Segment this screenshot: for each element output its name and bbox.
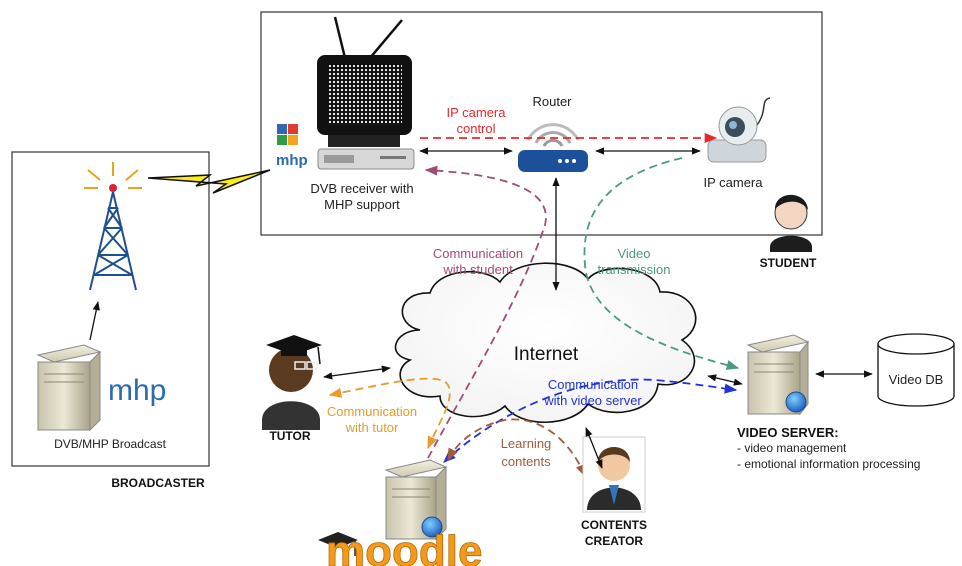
internet-label: Internet bbox=[514, 344, 579, 365]
moodle-logo: moodle bbox=[326, 527, 482, 566]
tv-icon bbox=[317, 16, 412, 147]
tutor-label: TUTOR bbox=[269, 429, 310, 443]
camera-control-label-line1: IP camera bbox=[446, 105, 506, 120]
student-label: STUDENT bbox=[760, 256, 817, 270]
internet-videoserver-link bbox=[707, 374, 743, 386]
signal-rays-icon bbox=[84, 162, 142, 189]
mhp-badge-text: mhp bbox=[276, 152, 308, 169]
video-tx-label-line1: Video bbox=[617, 246, 650, 261]
broadcaster-title: BROADCASTER bbox=[111, 476, 205, 490]
contents-creator-avatar bbox=[587, 447, 641, 510]
router-icon bbox=[518, 123, 588, 172]
video-server-comm-arrow bbox=[443, 378, 738, 463]
broadcast-server-icon bbox=[36, 344, 102, 432]
video-server-item-1: - video management bbox=[737, 441, 847, 455]
creator-internet-link bbox=[585, 427, 603, 469]
creator-label-line2: CREATOR bbox=[585, 534, 644, 548]
ip-camera-label: IP camera bbox=[703, 175, 763, 190]
broadcast-server-label: DVB/MHP Broadcast bbox=[54, 437, 166, 451]
student-avatar bbox=[770, 194, 812, 252]
tutor-comm-arrow bbox=[328, 377, 451, 450]
receiver-label-line1: DVB receiver with bbox=[310, 181, 413, 196]
video-server-title: VIDEO SERVER: bbox=[737, 425, 839, 440]
moodle-globe-icon bbox=[421, 516, 443, 538]
student-comm-label-line2: with student bbox=[442, 262, 513, 277]
tutor-comm-label-line2: with tutor bbox=[345, 420, 399, 435]
student-comm-label-line1: Communication bbox=[433, 246, 523, 261]
video-transmission-arrow bbox=[583, 157, 740, 370]
creator-label-line1: CONTENTS bbox=[581, 518, 647, 532]
receiver-label-line2: MHP support bbox=[324, 197, 400, 212]
tutor-comm-label-line1: Communication bbox=[327, 404, 417, 419]
video-server-globe-icon bbox=[785, 391, 807, 413]
tutor-avatar bbox=[262, 335, 322, 430]
learning-label-line2: contents bbox=[501, 454, 551, 469]
broadcaster-mhp-logo: mhp bbox=[108, 374, 166, 407]
broadcaster-box bbox=[11, 151, 210, 467]
router-label: Router bbox=[532, 94, 572, 109]
video-db-icon bbox=[877, 333, 955, 407]
dvb-receiver-icon bbox=[317, 148, 415, 170]
learning-contents-arrow bbox=[447, 418, 586, 478]
video-db-label: Video DB bbox=[889, 372, 944, 387]
tutor-internet-link bbox=[323, 365, 391, 380]
video-tx-label-line2: transmission bbox=[598, 262, 671, 277]
video-server-comm-label-line2: with video server bbox=[543, 393, 642, 408]
tower-beacon-icon bbox=[109, 184, 117, 192]
student-comm-arrow bbox=[424, 165, 547, 459]
ip-camera-icon bbox=[707, 97, 771, 163]
camera-control-label-line2: control bbox=[456, 121, 495, 136]
video-server-item-2: - emotional information processing bbox=[737, 457, 920, 471]
wireless-lightning-icon bbox=[147, 169, 271, 194]
internet-cloud bbox=[394, 262, 697, 423]
broadcast-tower-icon bbox=[89, 191, 137, 291]
video-server-comm-label-line1: Communication bbox=[548, 377, 638, 392]
moodle-hat-icon bbox=[318, 532, 358, 556]
server-to-tower-arrow bbox=[89, 301, 100, 341]
tdt-badge-icon bbox=[277, 124, 298, 145]
learning-label-line1: Learning bbox=[501, 436, 552, 451]
